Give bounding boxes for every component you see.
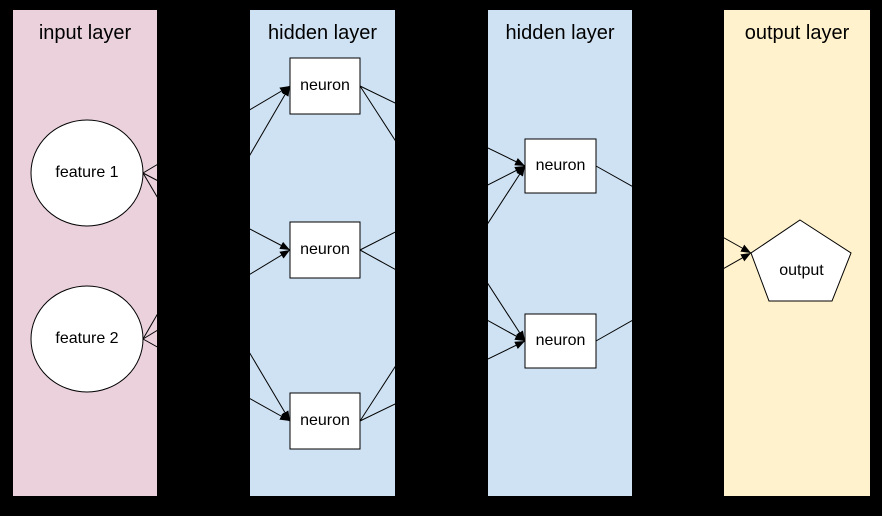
feature-2-label: feature 2	[55, 330, 119, 347]
neuron-2-1-label: neuron	[535, 157, 586, 174]
hidden-layer-1-title: hidden layer	[268, 22, 377, 44]
feature-1-label: feature 1	[55, 164, 119, 181]
input-layer-panel: input layer	[13, 10, 157, 496]
edge-layer	[142, 85, 752, 422]
hidden-layer-2-panel: hidden layer	[488, 10, 632, 496]
neuron-1-1-label: neuron	[300, 77, 350, 94]
input-layer-title: input layer	[38, 22, 132, 44]
neuron-1-2-label: neuron	[300, 241, 350, 258]
neuron-1-3-label: neuron	[300, 412, 350, 429]
output-label: output	[779, 262, 824, 279]
output-layer-title: output layer	[744, 22, 850, 44]
neuron-2-2-label: neuron	[535, 332, 586, 349]
hidden-layer-2-title: hidden layer	[505, 22, 615, 44]
